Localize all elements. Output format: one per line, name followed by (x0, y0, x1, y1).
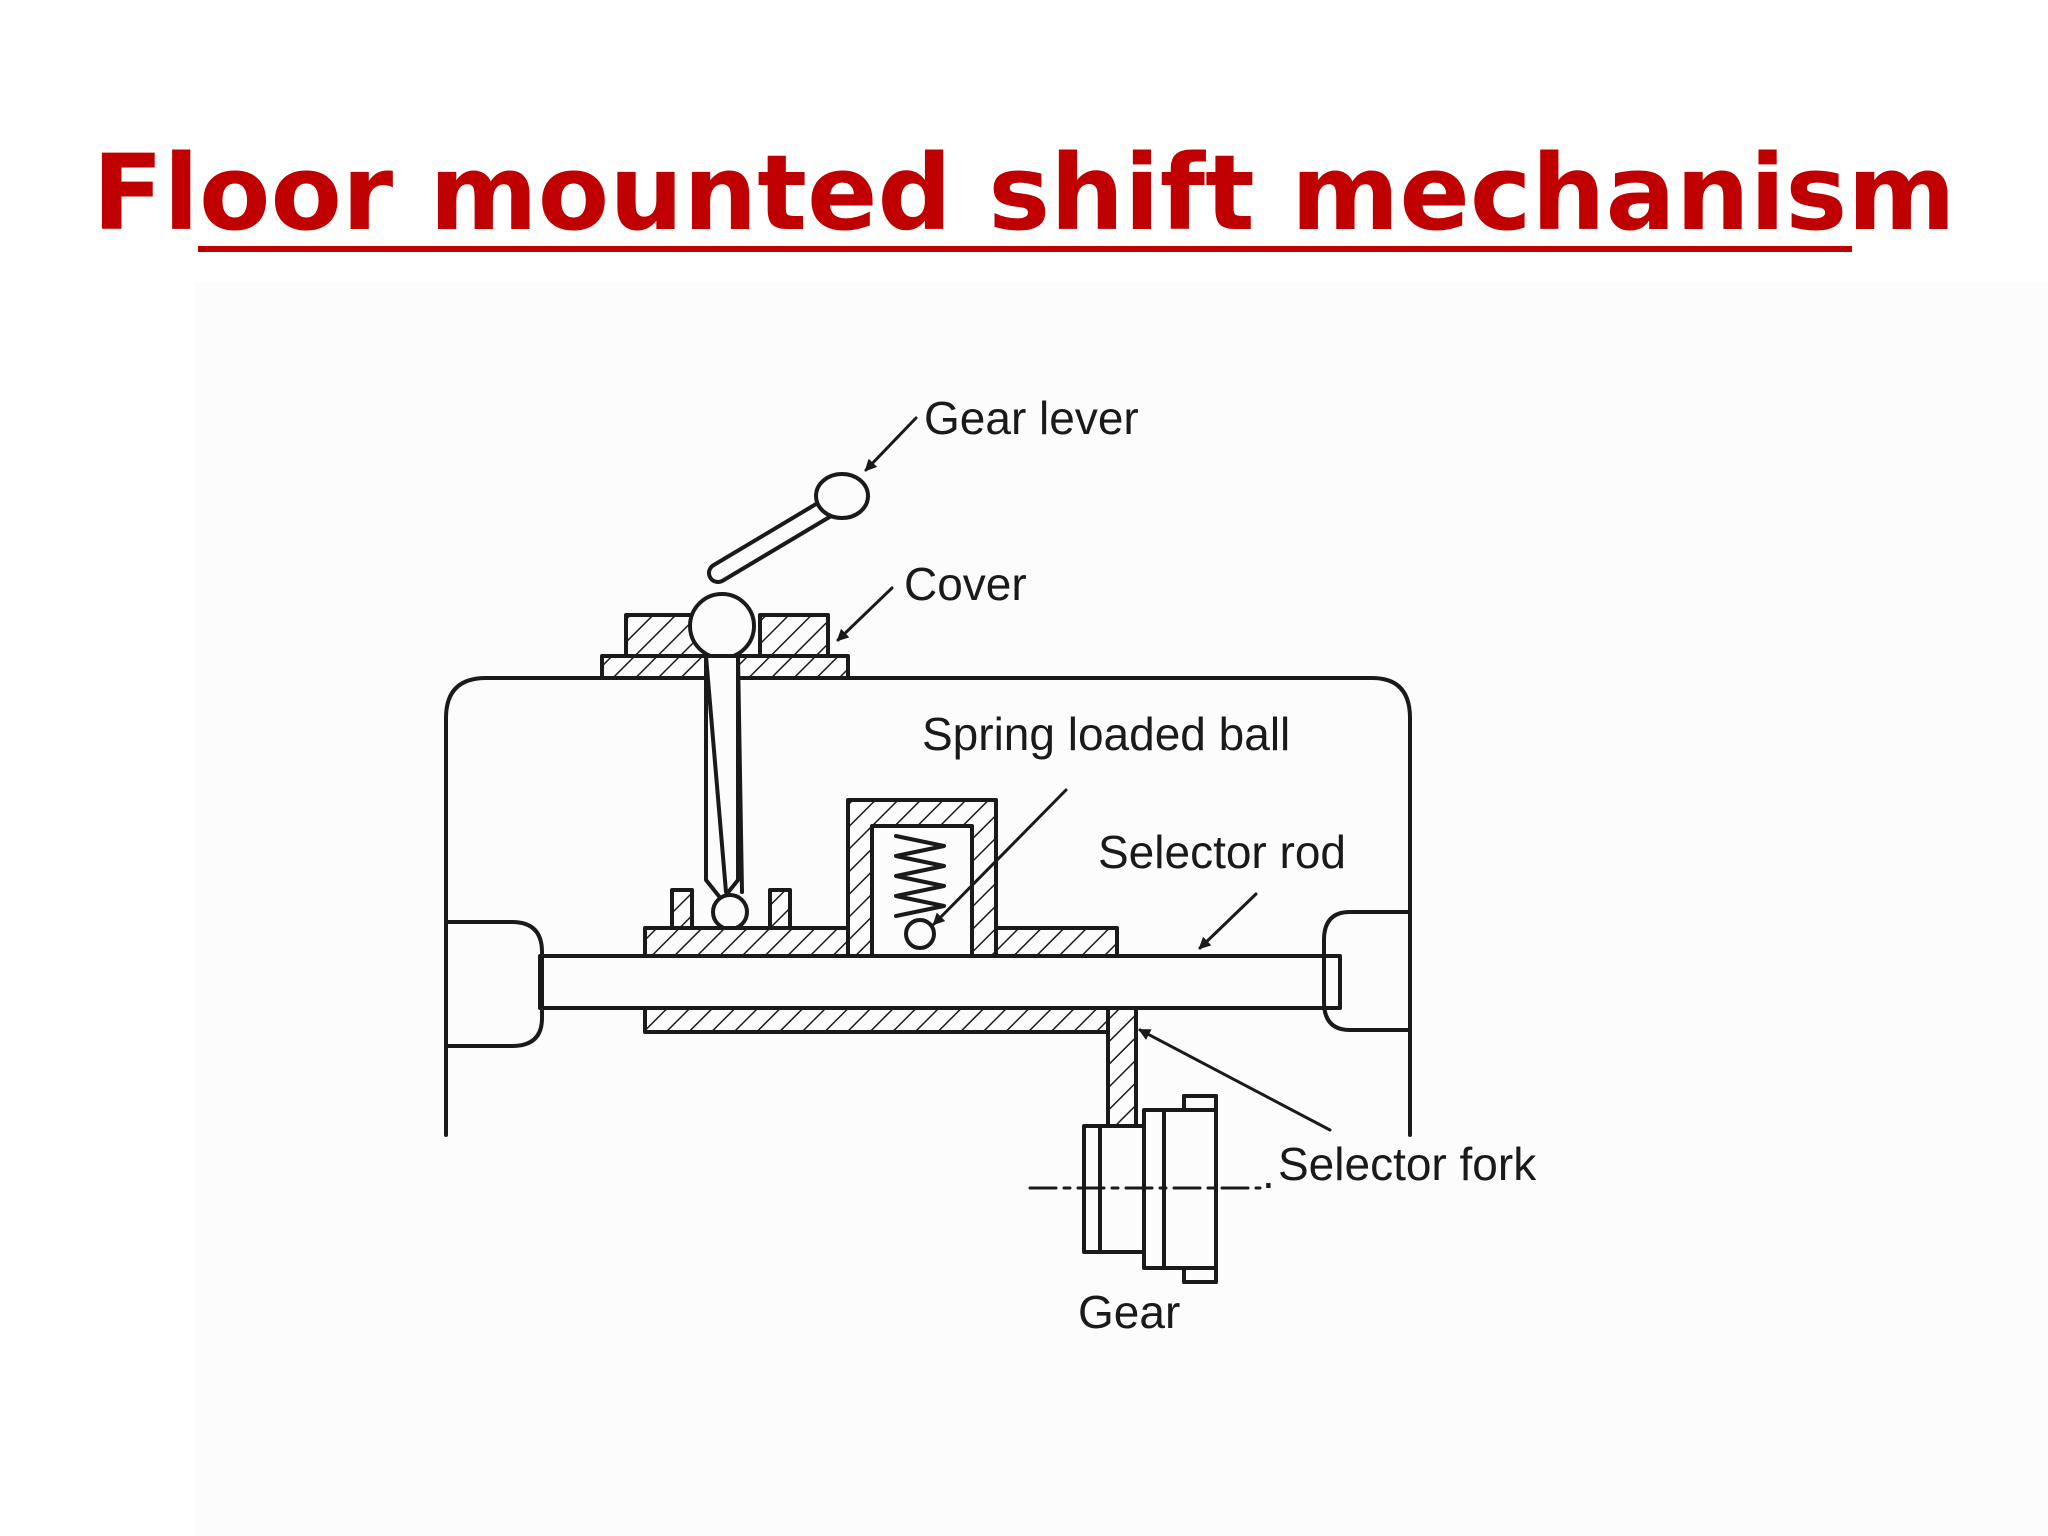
label-spring-loaded-ball: Spring loaded ball (922, 708, 1290, 760)
rod-end-left (444, 920, 544, 1048)
leader-gear-lever (864, 416, 918, 472)
gear-lever-pivot-ball (688, 592, 756, 660)
selector-rod (538, 954, 1342, 1010)
label-gear-lever: Gear lever (924, 392, 1139, 444)
selector-fork-dot: . (1262, 1146, 1275, 1198)
gear-lever-shaft (704, 654, 740, 902)
label-gear: Gear (1078, 1286, 1180, 1338)
leader-selector-fork (1138, 1028, 1332, 1132)
label-selector-rod: Selector rod (1098, 826, 1346, 878)
slide-title: Floor mounted shift mechanism (92, 132, 1956, 254)
leader-cover (836, 586, 894, 642)
label-selector-fork: Selector fork (1278, 1138, 1537, 1190)
gear-lever-lower-ball (711, 893, 749, 931)
spring-loaded-ball (904, 918, 936, 950)
rod-end-right (1322, 910, 1412, 1032)
gear-lever-knob (814, 472, 870, 520)
cover-boss-right (758, 613, 830, 658)
label-cover: Cover (904, 558, 1027, 610)
detent-spring (894, 834, 946, 918)
housing-left-wall (444, 676, 1412, 1137)
lever-guide-right (768, 888, 792, 930)
leader-spring-loaded-ball (932, 788, 1068, 926)
title-underline (198, 246, 1852, 252)
lower-selector-housing (643, 1006, 1137, 1034)
diagram-background (195, 282, 2048, 1536)
lever-guide-left (670, 888, 694, 930)
selector-fork-arm (1106, 1006, 1138, 1128)
leader-selector-rod (1198, 892, 1258, 950)
